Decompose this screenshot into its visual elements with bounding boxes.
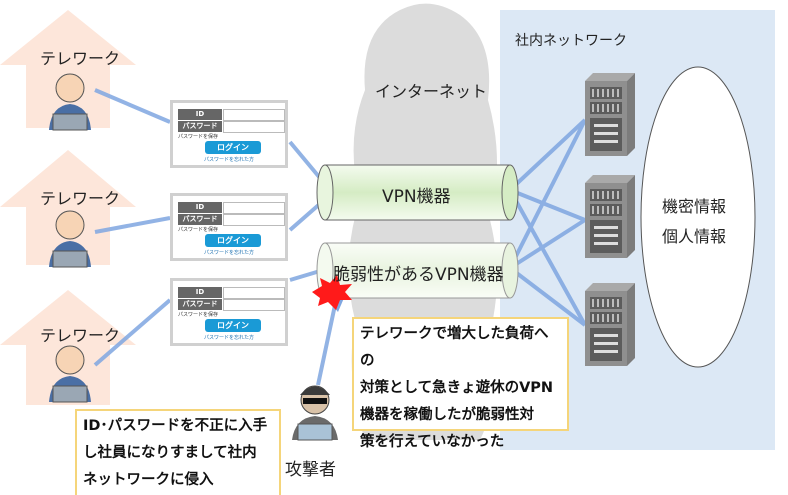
forgot-password-link[interactable]: パスワードを忘れた方 <box>203 157 254 163</box>
callout-line: 対策として急きょ遊休のVPN <box>360 380 554 396</box>
save-password-checkbox[interactable]: パスワードを保存 <box>178 312 219 318</box>
callout-line: テレワークで増大した負荷への <box>360 326 549 369</box>
id-input[interactable] <box>223 202 285 214</box>
server-icon <box>584 174 636 259</box>
house-shape <box>0 10 136 128</box>
burst-icon <box>312 275 352 310</box>
callout-line: 機器を稼働したが脆弱性対 <box>360 407 534 423</box>
attack-callout: ID･パスワードを不正に入手 し社員になりすまして社内 ネットワークに侵入 <box>75 409 281 495</box>
password-label: パスワード <box>178 214 222 225</box>
login-button[interactable]: ログイン <box>205 319 261 332</box>
house-shape <box>0 150 136 265</box>
personal-info-label: 個人情報 <box>662 227 727 246</box>
server-icon <box>584 282 636 367</box>
callout-line: 策を行えていなかった <box>360 434 505 450</box>
callout-line: ネットワークに侵入 <box>83 472 214 488</box>
id-label: ID <box>178 287 222 298</box>
forgot-password-link[interactable]: パスワードを忘れた方 <box>203 250 254 256</box>
telework-label: テレワーク <box>40 49 121 68</box>
callout-line: し社員になりすまして社内 <box>83 445 257 461</box>
attacker-icon <box>292 385 338 441</box>
login-form: ID パスワード パスワードを保存 ログイン パスワードを忘れた方 <box>170 193 288 261</box>
data-ellipse <box>640 66 756 368</box>
password-input[interactable] <box>223 299 285 311</box>
login-form: ID パスワード パスワードを保存 ログイン パスワードを忘れた方 <box>170 100 288 168</box>
password-label: パスワード <box>178 299 222 310</box>
id-input[interactable] <box>223 109 285 121</box>
password-input[interactable] <box>223 214 285 226</box>
vulnerable-vpn-label: 脆弱性があるVPN機器 <box>333 265 504 285</box>
save-password-checkbox[interactable]: パスワードを保存 <box>178 227 219 233</box>
telework-label: テレワーク <box>40 326 121 345</box>
network-label: 社内ネットワーク <box>515 33 627 49</box>
id-label: ID <box>178 109 222 120</box>
password-input[interactable] <box>223 121 285 133</box>
internet-label: インターネット <box>375 82 488 101</box>
forgot-password-link[interactable]: パスワードを忘れた方 <box>203 335 254 341</box>
callout-line: ID･パスワードを不正に入手 <box>83 418 268 434</box>
server-icon <box>584 72 636 157</box>
login-form: ID パスワード パスワードを保存 ログイン パスワードを忘れた方 <box>170 278 288 346</box>
id-label: ID <box>178 202 222 213</box>
attacker-label: 攻撃者 <box>285 460 336 480</box>
vulnerable-vpn-device <box>316 242 519 299</box>
login-button[interactable]: ログイン <box>205 141 261 154</box>
vpn-label: VPN機器 <box>382 187 451 207</box>
save-password-checkbox[interactable]: パスワードを保存 <box>178 134 219 140</box>
login-button[interactable]: ログイン <box>205 234 261 247</box>
vpn-callout: テレワークで増大した負荷への 対策として急きょ遊休のVPN 機器を稼働したが脆弱… <box>352 317 569 450</box>
confidential-info-label: 機密情報 <box>662 197 727 216</box>
telework-label: テレワーク <box>40 189 121 208</box>
id-input[interactable] <box>223 287 285 299</box>
password-label: パスワード <box>178 121 222 132</box>
vpn-device <box>316 164 519 221</box>
